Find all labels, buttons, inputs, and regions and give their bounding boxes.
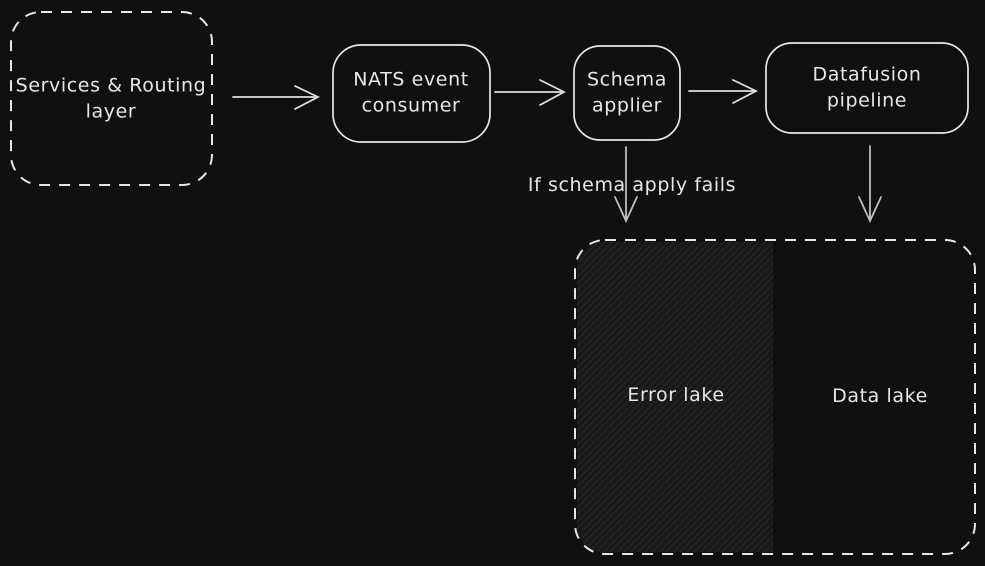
node-schema-applier-box [573,45,681,141]
arrow-datafusion-to-data-lake [858,145,882,224]
node-services-routing-box [10,11,213,186]
arrow-nats-to-schema [494,79,566,106]
node-nats-consumer-box [332,44,491,143]
arrow-schema-to-error-lake [614,146,638,224]
arrow-schema-to-datafusion [688,79,759,104]
node-datafusion-pipeline-box [765,42,969,134]
region-error-lake-hatch [577,242,773,552]
arrow-services-to-nats [232,85,321,110]
node-lake-container-box [574,239,976,555]
